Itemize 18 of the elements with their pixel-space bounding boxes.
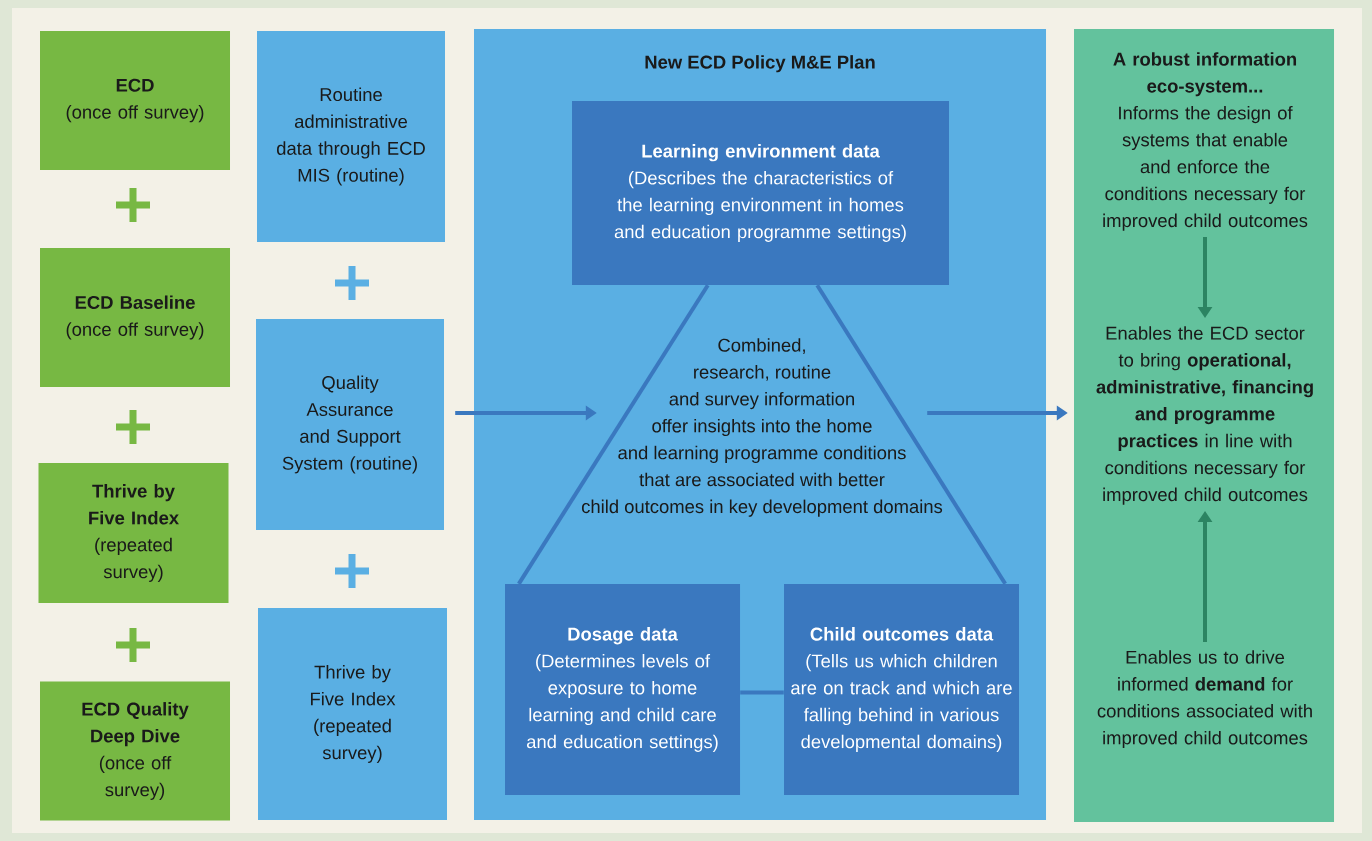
data-box: Child outcomes data (Tells us which children are on track and which are falling behind in various developmental domains) xyxy=(784,584,1019,795)
connector-line xyxy=(740,690,784,695)
description-text: A robust information eco-system... Informs the design of systems that enable and enforce the conditions necessary for improved child outcomes xyxy=(1103,52,1308,231)
outcome-panel xyxy=(1074,29,1334,822)
connector-line xyxy=(517,284,710,585)
survey-box: ECD (once off survey) xyxy=(40,31,230,170)
survey-box: ECD Quality Deep Dive (once off survey) xyxy=(40,681,230,821)
data-box: Learning environment data (Describes the characteristics of the learning environment in homes and education programme settings) xyxy=(572,101,949,285)
data-source-box: Quality Assurance and Support System (routine) xyxy=(256,319,444,530)
description-text: Combined, research, routine and survey information offer insights into the home and learning programme conditions that are associated with better child outcomes in key development domains xyxy=(581,338,943,517)
data-source-box: Routine administrative data through ECD MIS (routine) xyxy=(257,31,445,242)
data-box: Dosage data (Determines levels of exposure to home learning and child care and education settings) xyxy=(505,584,740,795)
description-text: Enables the ECD sector to bring operational, administrative, financing and programme practices in line with conditions necessary for improved child outcomes xyxy=(1096,326,1313,505)
description-text: Enables us to drive informed demand for conditions associated with improved child outcomes xyxy=(1097,650,1312,749)
survey-box: Thrive by Five Index (repeated survey) xyxy=(38,463,229,603)
survey-box: ECD Baseline (once off survey) xyxy=(40,248,230,387)
data-source-box: Thrive by Five Index (repeated survey) xyxy=(258,608,447,820)
connector-line xyxy=(815,284,1007,585)
